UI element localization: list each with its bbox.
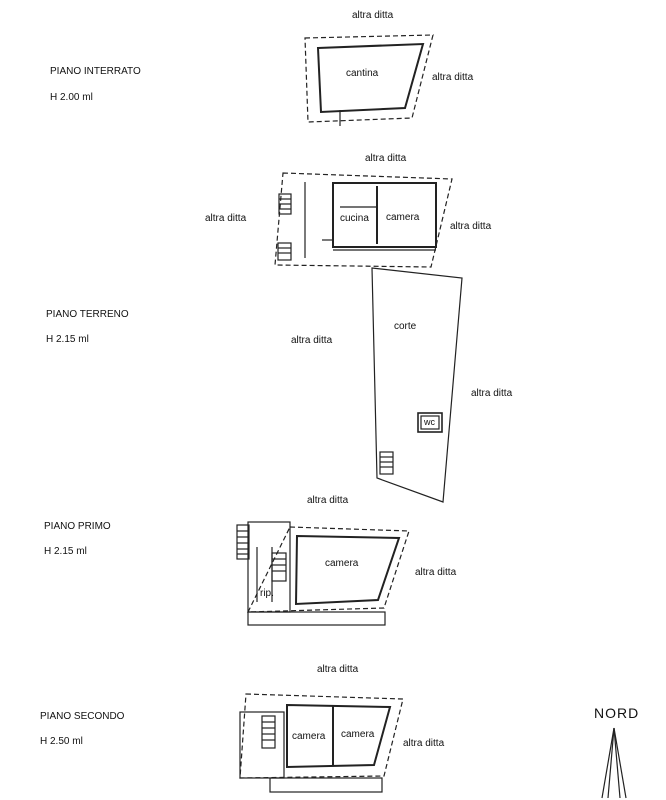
floor-height-primo: H 2.15 ml bbox=[44, 546, 87, 557]
floor-height-terreno: H 2.15 ml bbox=[46, 334, 89, 345]
neighbor-label: altra ditta bbox=[291, 335, 333, 346]
room-cucina: cucina bbox=[340, 213, 369, 224]
neighbor-label: altra ditta bbox=[317, 664, 359, 675]
neighbor-label: altra ditta bbox=[352, 10, 394, 21]
room-camera: camera bbox=[341, 729, 375, 740]
plan-interrato bbox=[304, 34, 434, 126]
neighbor-label: altra ditta bbox=[415, 567, 457, 578]
room-camera: camera bbox=[325, 558, 359, 569]
neighbor-label: altra ditta bbox=[450, 221, 492, 232]
room-ripostiglio: rip. bbox=[260, 588, 274, 599]
neighbor-label: altra ditta bbox=[471, 388, 513, 399]
north-label: NORD bbox=[594, 705, 640, 721]
floor-title-primo: PIANO PRIMO bbox=[44, 521, 111, 532]
floor-title-secondo: PIANO SECONDO bbox=[40, 711, 125, 722]
room-cantina: cantina bbox=[346, 68, 379, 79]
plan-secondo bbox=[239, 693, 404, 793]
floor-height-interrato: H 2.00 ml bbox=[50, 92, 93, 103]
neighbor-label: altra ditta bbox=[205, 213, 247, 224]
plan-primo bbox=[236, 521, 410, 626]
floor-title-terreno: PIANO TERRENO bbox=[46, 309, 129, 320]
room-corte: corte bbox=[394, 321, 417, 332]
room-wc: wc bbox=[424, 417, 435, 427]
neighbor-label: altra ditta bbox=[307, 495, 349, 506]
north-arrow bbox=[601, 727, 627, 799]
room-camera: camera bbox=[386, 212, 420, 223]
plan-terreno bbox=[274, 172, 463, 503]
floor-height-secondo: H 2.50 ml bbox=[40, 736, 83, 747]
neighbor-label: altra ditta bbox=[365, 153, 407, 164]
neighbor-label: altra ditta bbox=[432, 72, 474, 83]
room-camera: camera bbox=[292, 731, 326, 742]
neighbor-label: altra ditta bbox=[403, 738, 445, 749]
floor-title-interrato: PIANO INTERRATO bbox=[50, 66, 141, 77]
